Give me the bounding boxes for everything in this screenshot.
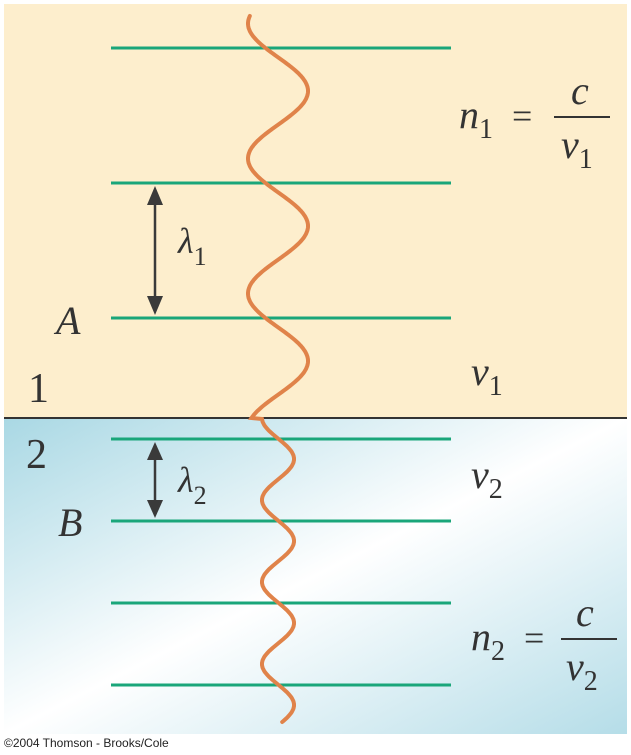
light-wave <box>246 14 310 724</box>
svg-text:c: c <box>576 590 594 635</box>
lambda-2-label: λ2 <box>177 460 207 510</box>
lambda-1-label: λ1 <box>177 221 207 271</box>
n2-formula: n2 = c v2 <box>471 590 617 697</box>
copyright-notice: ©2004 Thomson - Brooks/Cole <box>4 736 169 750</box>
svg-text:=: = <box>524 618 544 658</box>
svg-text:c: c <box>571 68 589 113</box>
lambda-1-arrow <box>147 186 163 315</box>
lambda-2-arrow <box>147 442 163 518</box>
n1-formula: n1 = c v1 <box>459 68 610 175</box>
svg-text:n1: n1 <box>459 92 493 145</box>
v1-label: v1 <box>471 349 503 402</box>
svg-text:n2: n2 <box>471 614 505 667</box>
svg-text:=: = <box>512 96 532 136</box>
point-a-label: A <box>53 298 81 343</box>
point-b-label: B <box>58 500 82 545</box>
svg-text:v1: v1 <box>561 122 593 175</box>
svg-text:v2: v2 <box>566 644 598 697</box>
v2-label: v2 <box>471 452 503 505</box>
medium-2-region <box>4 418 627 734</box>
medium-2-label: 2 <box>26 432 47 478</box>
medium-1-label: 1 <box>28 366 49 412</box>
medium-1-region <box>4 4 627 418</box>
